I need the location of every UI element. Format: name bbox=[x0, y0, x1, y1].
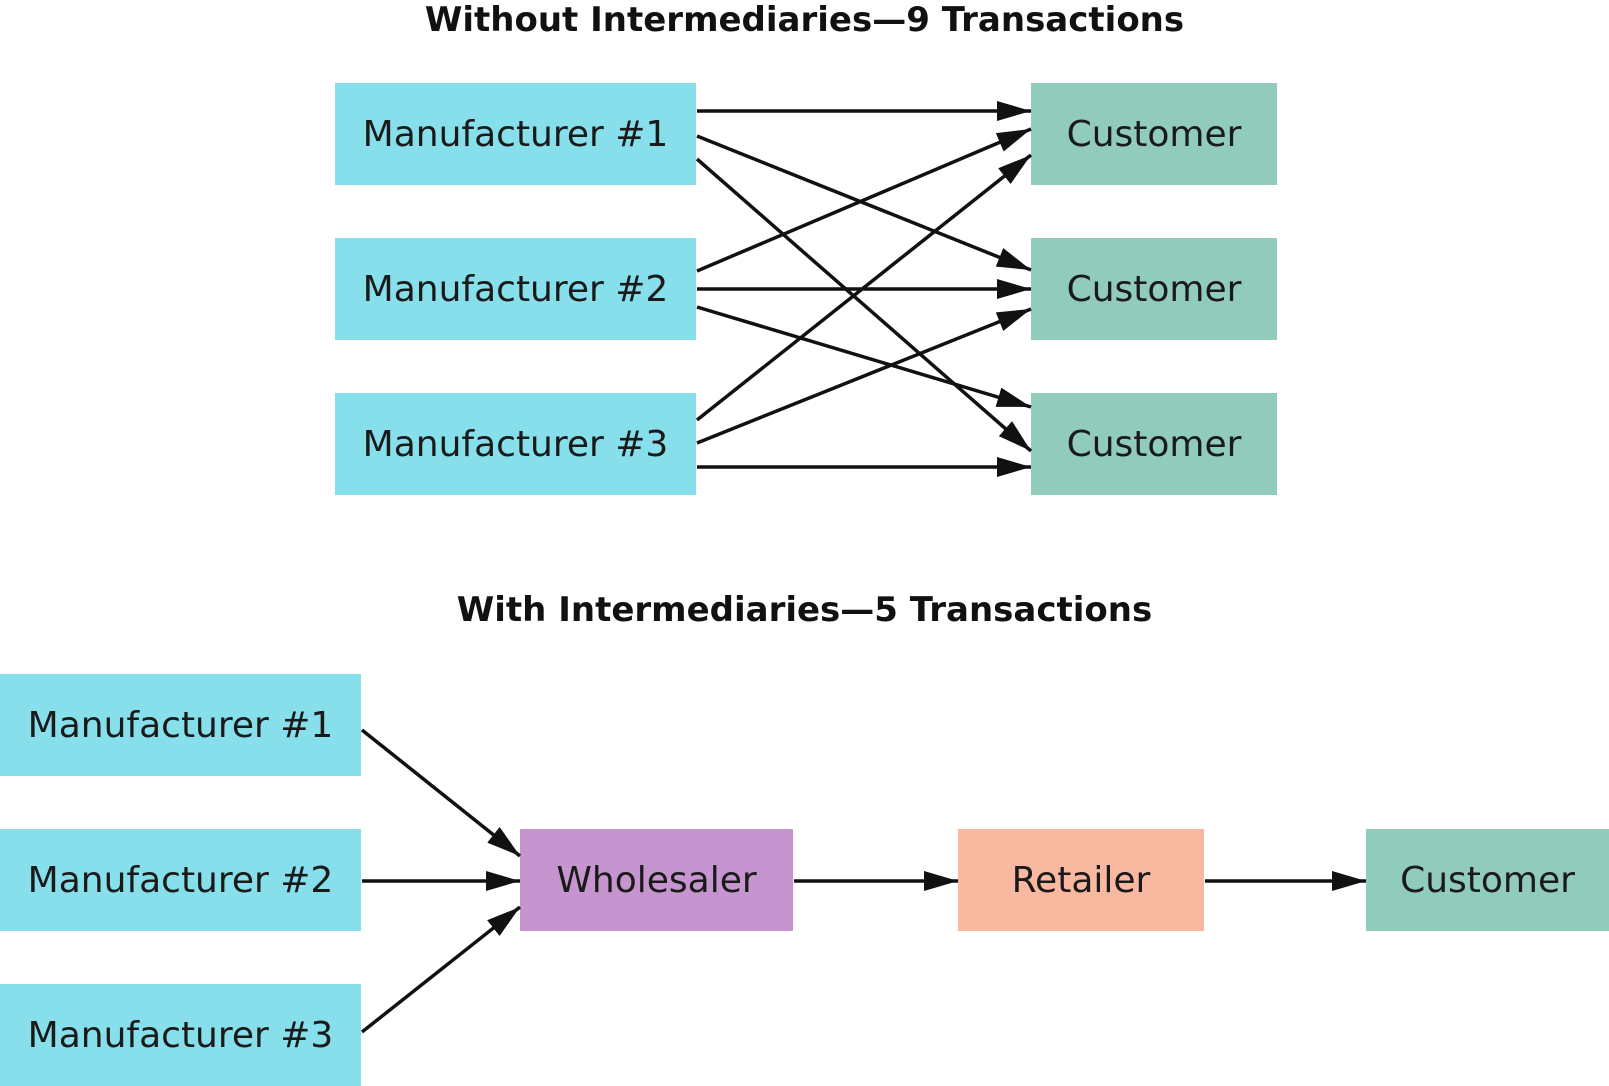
top-manufacturer-2-label: Manufacturer #2 bbox=[362, 268, 669, 310]
top-customer-1-label: Customer bbox=[1066, 113, 1242, 155]
top-manufacturer-3-label: Manufacturer #3 bbox=[362, 423, 669, 465]
bottom-customer-label: Customer bbox=[1400, 859, 1575, 901]
arrow-bottom-m3-to-wholesaler bbox=[360, 905, 522, 1034]
top-customer-1-box: Customer bbox=[1031, 83, 1277, 185]
top-customer-3-box: Customer bbox=[1031, 393, 1277, 495]
top-customer-2-label: Customer bbox=[1066, 268, 1242, 310]
bottom-manufacturer-3-box: Manufacturer #3 bbox=[0, 984, 361, 1086]
bottom-manufacturer-1-box: Manufacturer #1 bbox=[0, 674, 361, 776]
bottom-manufacturer-2-label: Manufacturer #2 bbox=[27, 859, 334, 901]
bottom-diagram-title: With Intermediaries—5 Transactions bbox=[456, 590, 1153, 630]
retailer-box: Retailer bbox=[958, 829, 1204, 931]
wholesaler-box: Wholesaler bbox=[520, 829, 793, 931]
top-customer-2-box: Customer bbox=[1031, 238, 1277, 340]
top-customer-3-label: Customer bbox=[1066, 423, 1242, 465]
arrow-top-m1-to-c3 bbox=[695, 157, 1033, 453]
top-manufacturer-3-box: Manufacturer #3 bbox=[335, 393, 696, 495]
bottom-manufacturer-2-box: Manufacturer #2 bbox=[0, 829, 361, 931]
arrow-top-m2-to-c1 bbox=[696, 127, 1032, 273]
arrow-top-m3-to-c1 bbox=[695, 153, 1033, 422]
top-diagram-title: Without Intermediaries—9 Transactions bbox=[424, 0, 1185, 40]
retailer-label: Retailer bbox=[1011, 859, 1151, 901]
arrow-top-m3-to-c2 bbox=[696, 307, 1032, 445]
bottom-manufacturer-1-label: Manufacturer #1 bbox=[27, 704, 334, 746]
arrow-bottom-m1-to-wholesaler bbox=[360, 728, 522, 858]
top-manufacturer-1-box: Manufacturer #1 bbox=[335, 83, 696, 185]
bottom-manufacturer-3-label: Manufacturer #3 bbox=[27, 1014, 334, 1056]
wholesaler-label: Wholesaler bbox=[556, 859, 757, 901]
top-manufacturer-1-label: Manufacturer #1 bbox=[362, 113, 669, 155]
arrow-top-m1-to-c2 bbox=[696, 134, 1032, 272]
bottom-customer-box: Customer bbox=[1366, 829, 1609, 931]
top-manufacturer-2-box: Manufacturer #2 bbox=[335, 238, 696, 340]
arrow-top-m2-to-c3 bbox=[696, 305, 1032, 409]
